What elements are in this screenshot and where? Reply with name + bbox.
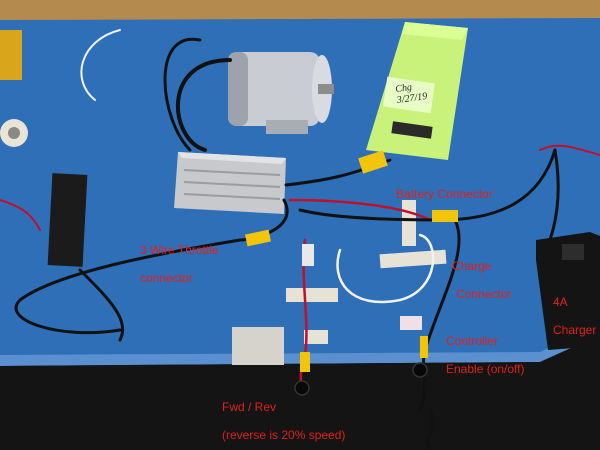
- charger-brick: [536, 232, 600, 350]
- electric-motor: [228, 52, 334, 134]
- white-connector: [302, 244, 314, 266]
- metal-plate: [232, 327, 284, 365]
- throttle-connector-plug: [245, 229, 271, 247]
- motor-controller: [174, 152, 286, 214]
- controller-enable-label: Controller Enable (on/off): [446, 334, 525, 376]
- battery-connector-plug: [358, 150, 388, 174]
- connectors: [245, 150, 458, 372]
- controller-enable-switch: [412, 362, 428, 378]
- wood-edge: [0, 0, 600, 22]
- fwd-rev-label: Fwd / Rev (reverse is 20% speed): [222, 400, 346, 442]
- tape-strip: [379, 249, 447, 269]
- battery-pack: [366, 22, 468, 160]
- battery-handwritten-label: Chg 3/27/19: [394, 81, 428, 107]
- tape-strip: [400, 316, 422, 330]
- charge-connector-plug: [432, 210, 458, 222]
- fwd-rev-lead: [300, 352, 310, 372]
- fwd-rev-switch: [294, 380, 310, 396]
- charger-label: 4A Charger: [553, 295, 597, 337]
- yellow-tool: [0, 30, 22, 80]
- enable-lead: [420, 336, 428, 358]
- black-bracket: [47, 173, 88, 267]
- charge-connector-label: Charge Connector: [452, 259, 512, 301]
- bench-edge: [0, 325, 600, 366]
- tape-strip: [286, 288, 338, 302]
- tape-strip: [304, 330, 328, 344]
- battery-connector-label: Battery Connector: [396, 187, 493, 201]
- throttle-connector-label: 3 Wire Throttle connector: [140, 243, 219, 285]
